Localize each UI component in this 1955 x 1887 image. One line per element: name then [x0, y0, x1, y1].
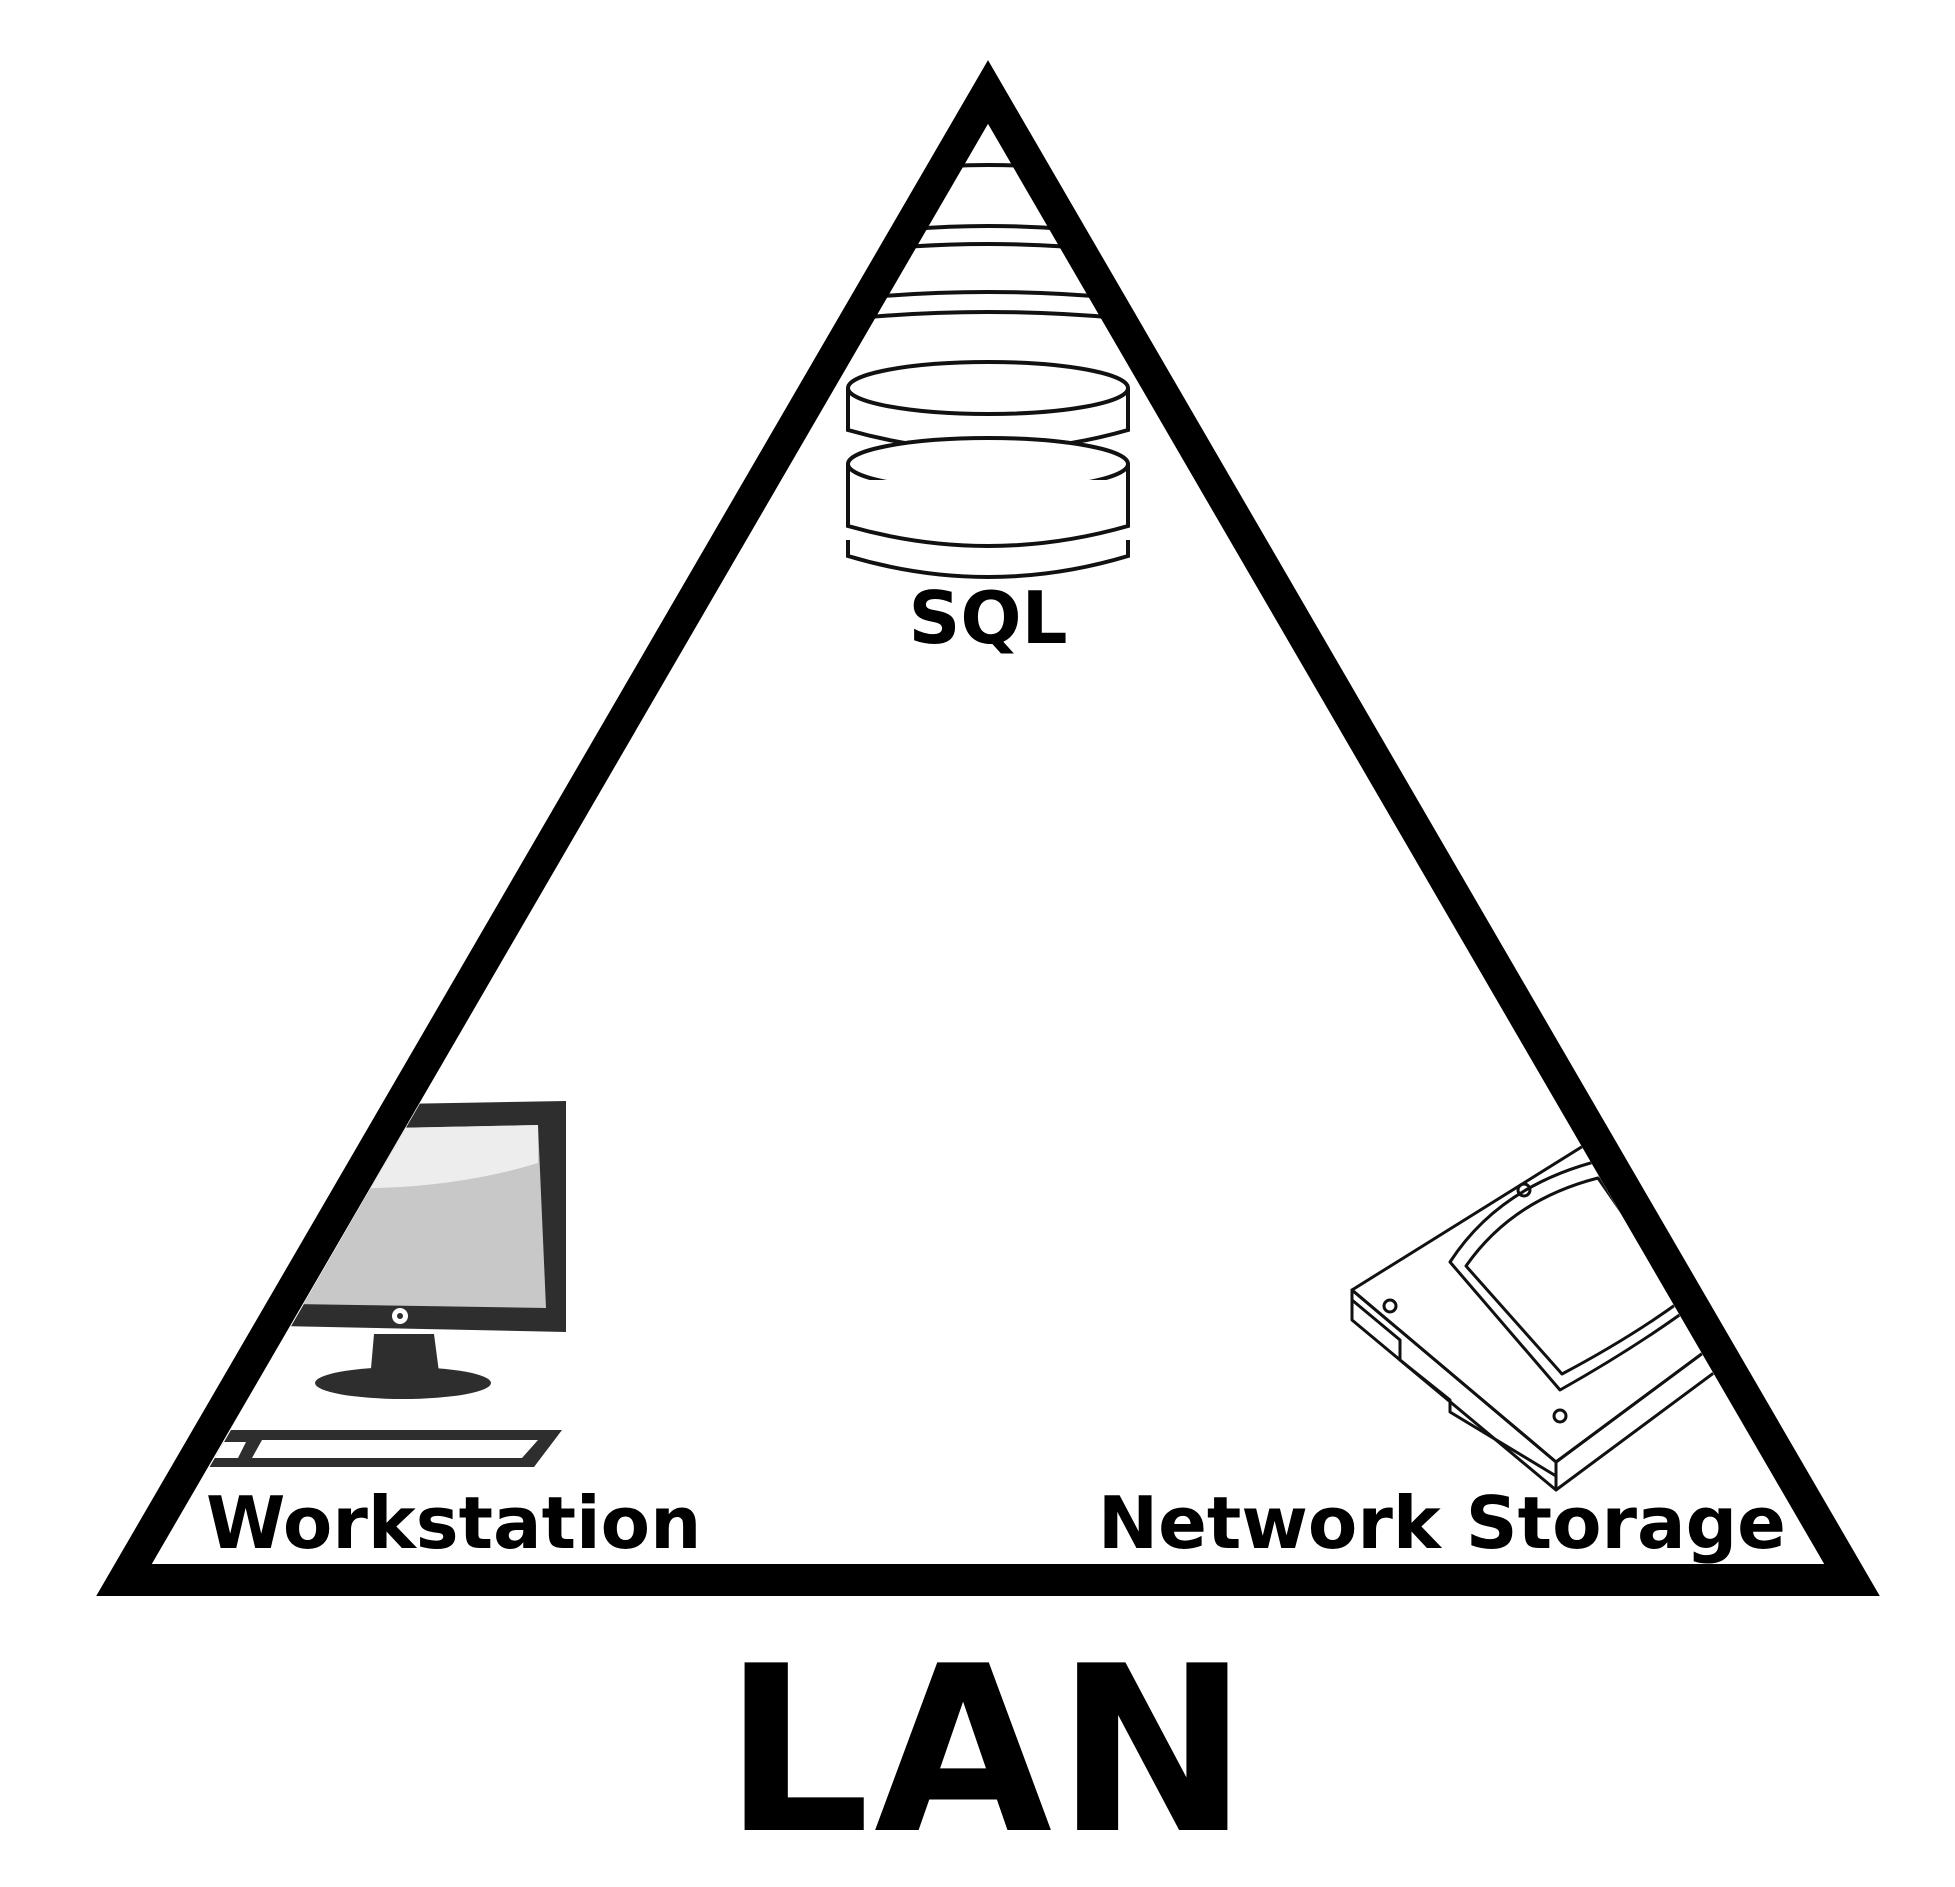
network-storage-label: Network Storage [1098, 1481, 1786, 1565]
lan-label: LAN [723, 1618, 1252, 1885]
database-icon [846, 163, 1130, 579]
sql-label: SQL [909, 576, 1068, 660]
workstation-label: Workstation [206, 1481, 701, 1565]
network-triangle [96, 60, 1880, 1596]
